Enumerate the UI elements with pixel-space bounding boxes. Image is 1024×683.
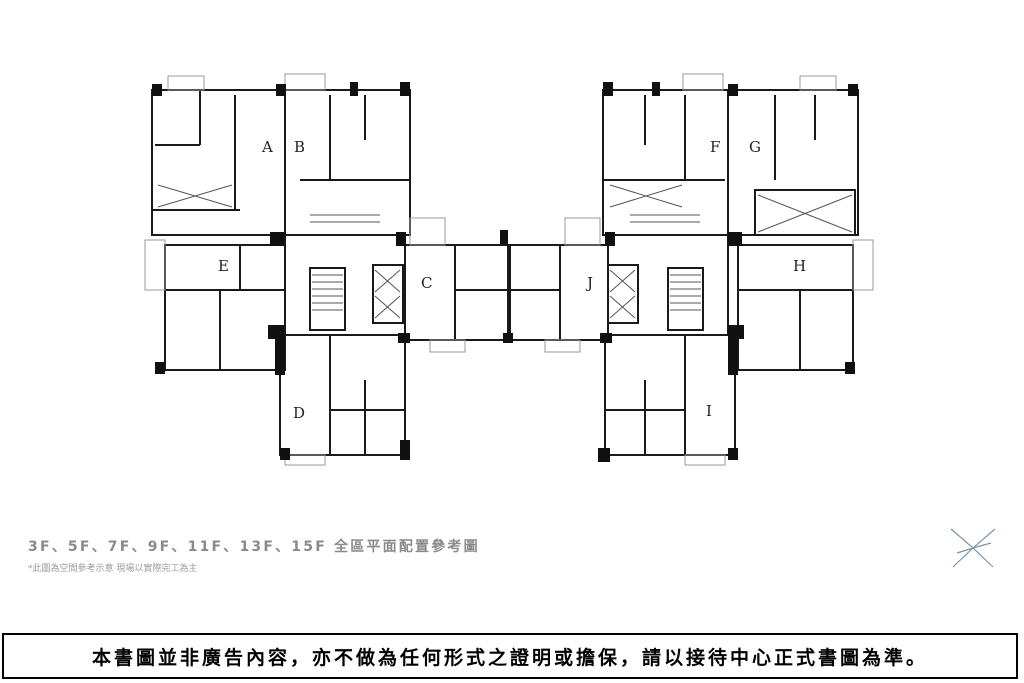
wing-i-outline: [604, 334, 736, 456]
unit-label-f: F: [710, 138, 720, 156]
unit-label-c: C: [421, 274, 432, 292]
x-star-logo-icon: [950, 528, 996, 568]
floor-plan-caption: 3F、5F、7F、9F、11F、13F、15F 全區平面配置參考圖: [28, 539, 480, 555]
wing-c-outline: [404, 244, 511, 341]
unit-label-d: D: [293, 404, 305, 422]
wing-d-outline: [279, 334, 406, 456]
disclaimer-note: *此圖為空間參考示意 現場以實際完工為主: [28, 564, 198, 574]
unit-label-j: J: [585, 274, 593, 292]
unit-label-e: E: [218, 257, 229, 275]
unit-label-i: I: [706, 402, 712, 420]
unit-label-h: H: [793, 257, 806, 275]
unit-label-b: B: [294, 138, 305, 156]
unit-label-a: A: [261, 138, 273, 156]
unit-label-g: G: [749, 138, 761, 156]
disclaimer-text: 本書圖並非廣告內容，亦不做為任何形式之證明或擔保，請以接待中心正式書圖為準。: [91, 646, 928, 669]
wing-ab-outline: [151, 89, 411, 236]
wing-h-outline: [737, 244, 854, 371]
wing-j-outline: [507, 244, 609, 341]
disclaimer-box: 本書圖並非廣告內容，亦不做為任何形式之證明或擔保，請以接待中心正式書圖為準。: [2, 633, 1018, 679]
wing-fg-outline: [602, 89, 859, 236]
